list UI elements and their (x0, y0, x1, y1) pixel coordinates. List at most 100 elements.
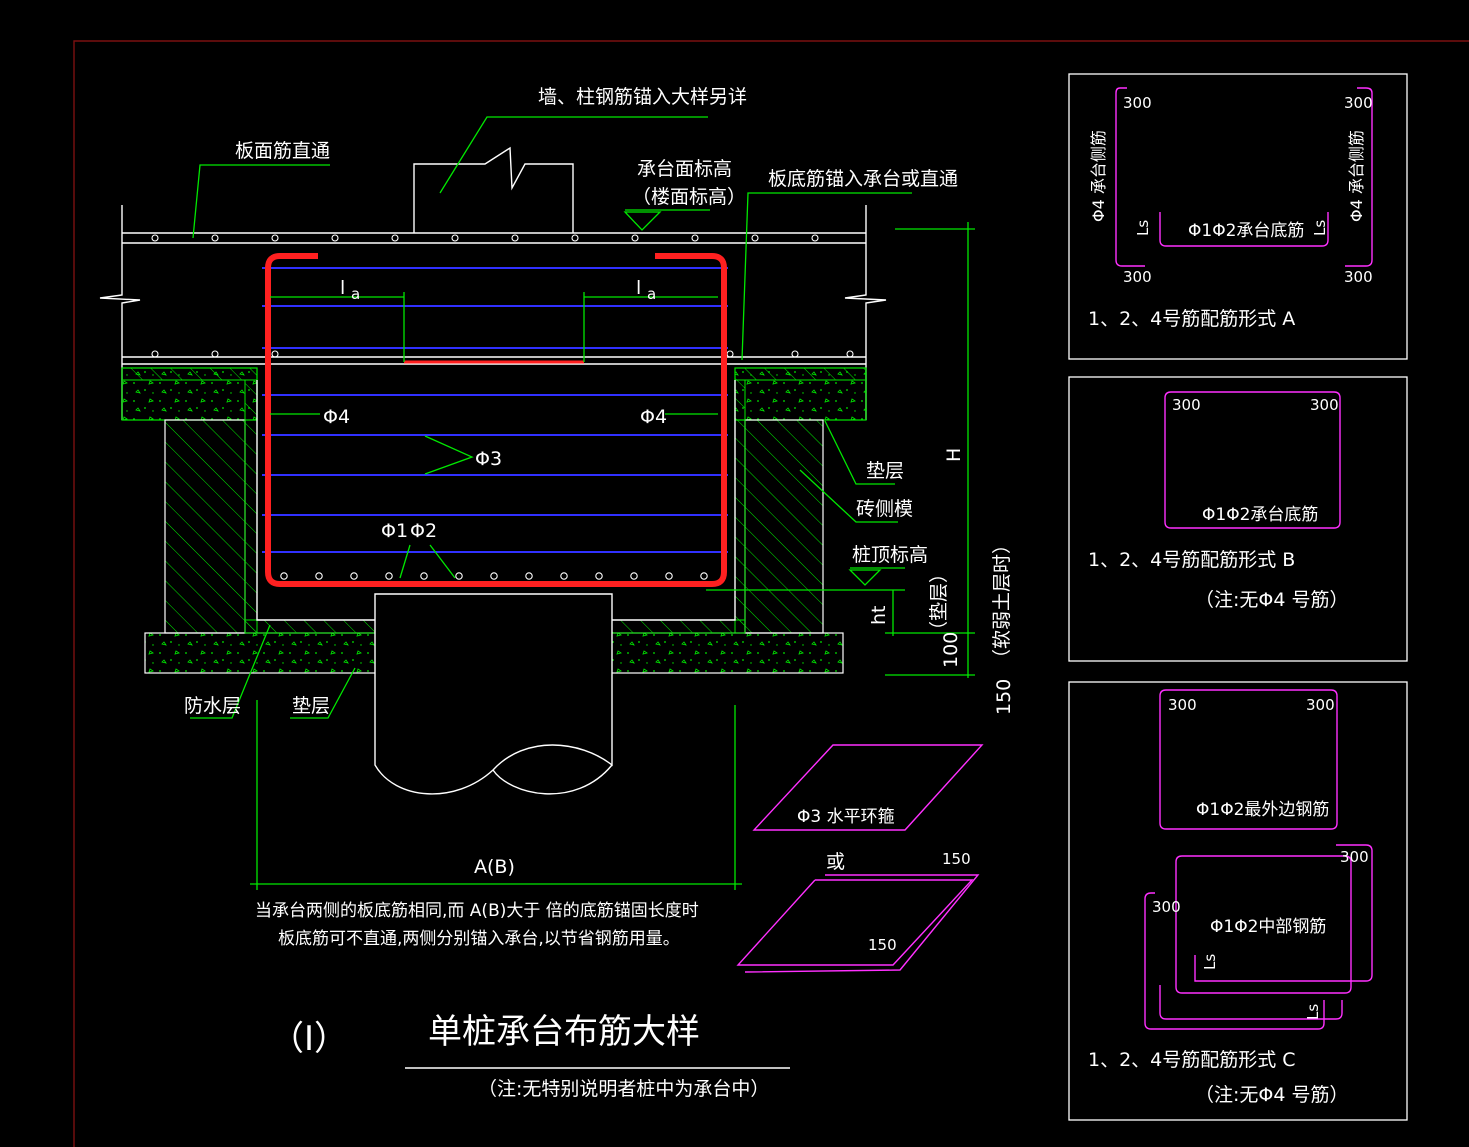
cap-bar-dot (560, 572, 568, 580)
cap-bar-dot (385, 572, 393, 580)
ring-dim-bottom: 150 (868, 936, 897, 954)
panel-c-300-mid-left: 300 (1152, 898, 1181, 916)
slab-top-bar-dot (391, 234, 399, 242)
title-note: （注:无特别说明者桩中为承台中） (478, 1078, 769, 1100)
width-dimension-label: A(B) (474, 856, 515, 878)
panel-a-ls-right: Ls (1311, 220, 1329, 236)
slab-top-bars (151, 234, 819, 242)
panel-a-side-bar-left: Φ4 承台侧筋 (1089, 130, 1108, 222)
slab-bottom-bar-dot (211, 350, 219, 358)
phi1-label: Φ1 (381, 520, 408, 542)
panel-a-300-tr: 300 (1344, 94, 1373, 112)
panel-c-300-left: 300 (1168, 696, 1197, 714)
slab-top-bar-dot (511, 234, 519, 242)
cap-bar-dot (595, 572, 603, 580)
left-waterproof-top (121, 367, 258, 381)
dim-100-label: 100 (940, 632, 962, 668)
cap-top-elevation-label: 承台面标高 (637, 158, 732, 180)
ring-rhombus-1 (752, 744, 984, 831)
slab-top-bar-dot (631, 234, 639, 242)
panel-c-mid-bar: Φ1Φ2中部钢筋 (1210, 917, 1326, 937)
slab-bottom-bar-dot (726, 350, 734, 358)
panel-a-side-bar-right: Φ4 承台侧筋 (1347, 130, 1366, 222)
panel-a-300-tl: 300 (1123, 94, 1152, 112)
leader-wall-note (439, 116, 708, 194)
ring-rhombus-2 (736, 879, 974, 966)
left-break-line (99, 205, 141, 420)
elev-triangle-top (623, 211, 662, 231)
pile-top-elevation-label: 桩顶标高 (852, 544, 928, 566)
brick-mold-label: 砖侧模 (856, 498, 913, 520)
phi4-right-label: Φ4 (640, 406, 667, 428)
right-waterproof (734, 379, 746, 634)
slab-top-bar-dot (751, 234, 759, 242)
soft-soil-label: （软弱土层时） (991, 535, 1013, 668)
panel-b: 300 300 Φ1Φ2承台底筋 1、2、4号筋配筋形式 B （注:无Φ4 号筋… (1068, 376, 1408, 662)
cap-bar-dot (280, 572, 288, 580)
panel-c: 300 300 300 300 Ls Ls Φ1Φ2最外边钢筋 Φ1Φ2中部钢筋… (1068, 681, 1408, 1121)
panel-b-300-left: 300 (1172, 396, 1201, 414)
wall-break-line (413, 146, 574, 233)
panel-a-300-br: 300 (1344, 268, 1373, 286)
slab-top-bar-dot (151, 234, 159, 242)
panel-c-ls-2: Ls (1304, 1004, 1322, 1020)
bottom-cushion-label: 垫层 (292, 695, 330, 717)
leader-brick (799, 469, 898, 523)
slab-bottom-bars (151, 350, 854, 358)
drawing-frame (73, 40, 1469, 1147)
leader-bottom-cushion (290, 667, 356, 719)
phi4-left-label: Φ4 (323, 406, 350, 428)
cap-bar-dot (455, 572, 463, 580)
cap-bottom-bars (280, 572, 708, 580)
panel-c-300-right: 300 (1306, 696, 1335, 714)
panel-b-caption: 1、2、4号筋配筋形式 B (1088, 549, 1295, 571)
la-left-label: l (340, 277, 345, 299)
left-waterproof (244, 379, 258, 634)
cap-bar-dot (630, 572, 638, 580)
panel-a-ls-left: Ls (1134, 220, 1152, 236)
cap-bar-dot (665, 572, 673, 580)
panel-c-outer-bar: Φ1Φ2最外边钢筋 (1196, 800, 1329, 820)
leader-slab-top (192, 164, 330, 239)
ht-dimension-label: ht (868, 606, 890, 626)
cushion-paren-label: （垫层） (928, 564, 950, 640)
page-title: 单桩承台布筋大样 (428, 1012, 700, 1052)
la-left-sub: a (351, 285, 360, 303)
ring-rhombus-2-offset (744, 874, 980, 973)
panel-c-300-mid-right: 300 (1340, 848, 1369, 866)
slab-bottom-bar-label: 板底筋锚入承台或直通 (768, 168, 958, 190)
section-labels: 墙、柱钢筋锚入大样另详 板面筋直通 承台面标高 （楼面标高） 板底筋锚入承台或直… (184, 86, 1015, 1100)
panel-a-300-bl: 300 (1123, 268, 1152, 286)
slab-top-bar-dot (571, 234, 579, 242)
cap-bar-dot (490, 572, 498, 580)
waterproof-label: 防水层 (184, 695, 241, 717)
dim-150-label: 150 (993, 679, 1015, 715)
right-waterproof-top (734, 367, 867, 381)
panel-c-ls-1: Ls (1201, 954, 1219, 970)
panel-c-caption: 1、2、4号筋配筋形式 C (1088, 1049, 1296, 1071)
panel-a-caption: 1、2、4号筋配筋形式 A (1088, 308, 1295, 330)
note-line-2: 板底筋可不直通,两侧分别锚入承台,以节省钢筋用量。 (278, 929, 680, 949)
phi2-label: Φ2 (410, 520, 437, 542)
cap-bar-dot (350, 572, 358, 580)
ring-or-label: 或 (826, 851, 845, 873)
floor-elevation-label: （楼面标高） (632, 186, 746, 208)
cap-section (99, 116, 975, 1069)
left-brick-mold (164, 419, 246, 634)
leader-waterproof (190, 624, 271, 719)
slab-top-bar-dot (271, 234, 279, 242)
slab-top-bar-dot (691, 234, 699, 242)
right-brick-mold (744, 419, 824, 634)
horizontal-ties-phi3 (262, 267, 728, 553)
ring-label: Φ3 水平环箍 (797, 807, 895, 827)
slab-bottom-bar-dot (846, 350, 854, 358)
panel-c-note: （注:无Φ4 号筋） (1195, 1084, 1349, 1106)
wall-column-note: 墙、柱钢筋锚入大样另详 (538, 86, 747, 108)
slab-bottom-bar-dot (271, 350, 279, 358)
slab-bottom-bar-dot (791, 350, 799, 358)
right-break-line (844, 205, 887, 420)
leader-cushion (824, 420, 895, 485)
title-index: （Ⅰ） (270, 1019, 348, 1059)
cap-bar-dot (525, 572, 533, 580)
